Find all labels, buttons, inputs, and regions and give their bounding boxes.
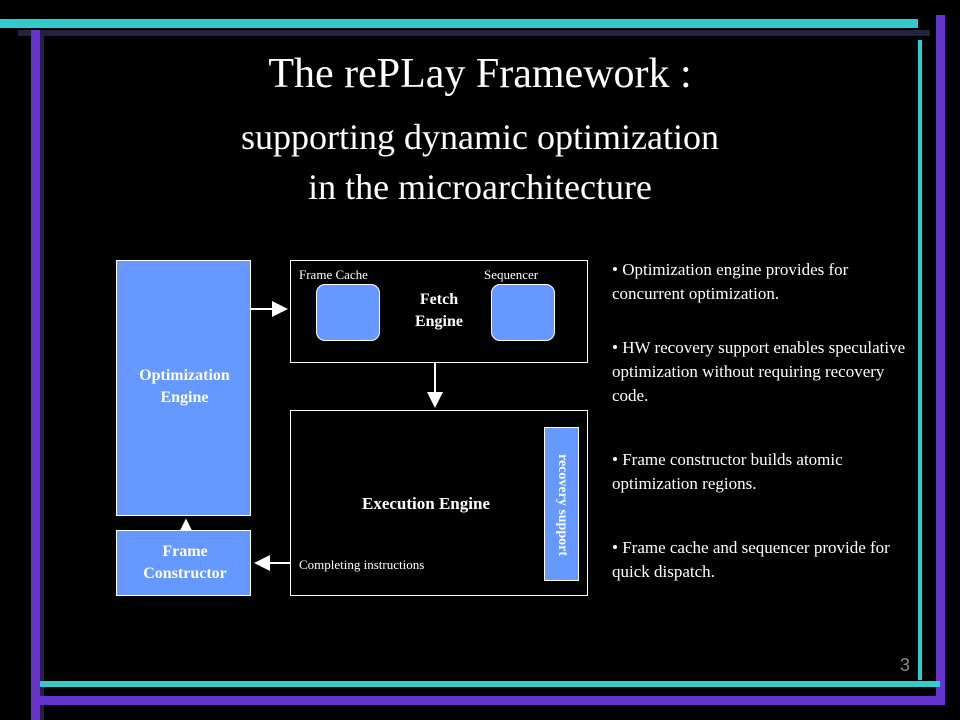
frame-cache-block <box>316 284 380 341</box>
fetch-engine-label: Fetch Engine <box>414 291 463 330</box>
frame-constructor-label: Frame Constructor <box>143 543 227 582</box>
execution-engine-label: Execution Engine <box>362 494 490 513</box>
optimization-engine-label: Optimization Engine <box>139 367 230 406</box>
bullet-item: • Frame constructor builds atomic optimi… <box>612 450 843 493</box>
optimization-engine-box: Optimization Engine <box>116 260 251 516</box>
frame-bar-left-purple <box>31 30 40 720</box>
bullet-item: • HW recovery support enables speculativ… <box>612 338 906 405</box>
slide-subtitle: supporting dynamic optimization in the m… <box>0 112 960 212</box>
frame-constructor-box: Frame Constructor <box>116 530 251 596</box>
subtitle-line-2: in the microarchitecture <box>308 167 652 207</box>
frame-bar-top-cyan <box>0 19 918 28</box>
sequencer-label: Sequencer <box>484 267 539 282</box>
frame-bar-bottom-purple <box>40 696 940 705</box>
sequencer-block <box>491 284 555 341</box>
subtitle-line-1: supporting dynamic optimization <box>241 117 719 157</box>
page-number: 3 <box>900 655 911 675</box>
bullet-item: • Frame cache and sequencer provide for … <box>612 538 890 581</box>
frame-bar-right-cyan <box>918 40 922 680</box>
fetch-engine-box: Frame Cache Sequencer Fetch Engine <box>290 260 588 363</box>
slide-title: The rePLay Framework : <box>268 51 692 97</box>
frame-bar-bottom-cyan <box>40 681 940 687</box>
recovery-support-box: recovery support <box>544 427 579 581</box>
bullet-item: • Optimization engine provides for concu… <box>612 260 849 303</box>
frame-bar-left-dark <box>40 30 44 720</box>
completing-instructions-label: Completing instructions <box>299 557 425 572</box>
bullet-list: • Optimization engine provides for concu… <box>612 258 922 588</box>
frame-bar-top-dark <box>18 30 930 36</box>
frame-bar-right-purple <box>936 15 945 705</box>
execution-engine-box: Execution Engine Completing instructions… <box>290 410 588 596</box>
frame-cache-label: Frame Cache <box>299 267 368 282</box>
